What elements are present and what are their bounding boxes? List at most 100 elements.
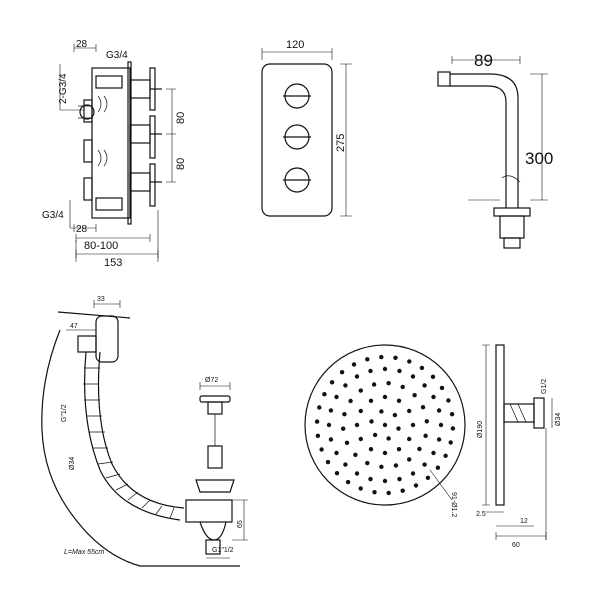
- nozzle-dot: [343, 462, 348, 467]
- nozzle-dot: [317, 405, 322, 410]
- nozzle-dot: [443, 453, 448, 458]
- nozzle-dot: [369, 419, 374, 424]
- waste-plug-diameter: Ø72: [205, 377, 218, 384]
- valve-thread-top: G3/4: [106, 50, 128, 61]
- nozzle-dot: [328, 437, 334, 442]
- waste-hose-length: L=Max 55cm: [64, 549, 104, 556]
- nozzle-dot: [422, 383, 427, 388]
- nozzle-dot: [372, 490, 377, 495]
- nozzle-dot: [358, 486, 363, 491]
- valve-front-view: 120 275: [261, 39, 352, 217]
- shower-head-front: 91-Ø1.2: [304, 344, 466, 517]
- shower-arm: 89 300: [437, 51, 553, 249]
- nozzle-dot: [368, 447, 374, 452]
- nozzle-dot: [354, 422, 360, 428]
- nozzle-dot: [448, 440, 453, 445]
- nozzle-dot: [358, 436, 363, 442]
- nozzle-dot: [326, 422, 332, 428]
- nozzle-dot: [424, 419, 429, 424]
- valve-depth-range: 80-100: [84, 240, 118, 252]
- nozzle-dot: [397, 476, 402, 482]
- nozzle-dot: [379, 464, 384, 469]
- waste-dim-overflow-top: 33: [97, 296, 105, 303]
- waste-height: 65: [237, 520, 244, 528]
- nozzle-dot: [410, 422, 416, 428]
- nozzle-dot: [342, 412, 347, 417]
- valve-side-view: 28 G3/4 2-G3/4 80 80 G3/4 28 80-100 153: [42, 39, 187, 269]
- nozzle-dot: [328, 408, 334, 413]
- nozzle-dot: [382, 450, 388, 456]
- waste-thread-outlet: G1"1/2: [212, 547, 234, 554]
- nozzle-dot: [431, 450, 436, 456]
- nozzle-dot: [371, 382, 377, 387]
- head-thickness-label: 2.5: [476, 511, 486, 518]
- nozzle-dot: [365, 460, 370, 466]
- nozzle-dot: [435, 465, 441, 470]
- nozzle-dot: [358, 388, 363, 393]
- nozzle-dot: [412, 393, 417, 398]
- nozzle-dot: [382, 394, 388, 400]
- nozzle-dot: [450, 426, 456, 431]
- nozzle-dot: [344, 440, 350, 445]
- nozzle-dot: [400, 488, 405, 493]
- nozzle-dot: [420, 405, 426, 410]
- nozzle-dot: [372, 432, 378, 438]
- nozzle-dot: [393, 355, 398, 360]
- nozzle-dot: [368, 398, 374, 403]
- nozzle-dot: [425, 475, 431, 480]
- nozzle-dot: [353, 452, 358, 457]
- arm-projection-label: 89: [474, 51, 493, 70]
- nozzle-dot: [396, 447, 402, 452]
- shower-head-side: Ø190 G1/2 Ø34 2.5 12 60: [476, 344, 562, 549]
- nozzle-dot: [396, 426, 401, 431]
- nozzle-dot: [438, 422, 444, 428]
- nozzle-dot: [410, 471, 416, 476]
- head-nozzle-note: 91-Ø1.2: [450, 492, 457, 517]
- nozzle-dot: [396, 398, 402, 403]
- nozzle-dot: [329, 380, 335, 385]
- nozzle-dot: [431, 394, 436, 400]
- nozzle-dot: [343, 383, 348, 388]
- valve-spacing-lower: 80: [175, 158, 187, 170]
- nozzle-dot: [423, 433, 428, 438]
- valve-dim-top: 28: [76, 39, 88, 50]
- head-inlet-diameter: Ø34: [555, 413, 562, 426]
- nozzle-dot: [334, 450, 339, 456]
- nozzle-dot: [379, 354, 384, 360]
- head-thread-label: G1/2: [541, 379, 548, 394]
- valve-thread-side: 2-G3/4: [58, 73, 69, 104]
- nozzle-dot: [436, 437, 442, 442]
- nozzle-dot: [439, 385, 445, 391]
- head-depth-total: 60: [512, 542, 520, 549]
- nozzle-dot: [368, 368, 373, 374]
- nozzle-dot: [417, 446, 422, 452]
- nozzle-dot: [358, 408, 363, 414]
- nozzle-dot: [354, 471, 360, 476]
- nozzle-dot: [393, 463, 399, 468]
- nozzle-dot: [334, 394, 339, 400]
- valve-thread-bottom: G3/4: [42, 210, 64, 221]
- nozzle-dot: [407, 457, 412, 462]
- head-depth-small: 12: [520, 518, 528, 525]
- shower-head-nozzles: [314, 354, 456, 496]
- front-width-label: 120: [286, 39, 304, 51]
- nozzle-dot: [386, 490, 391, 496]
- nozzle-dot: [386, 436, 391, 441]
- nozzle-dot: [319, 447, 324, 452]
- nozzle-dot: [354, 374, 360, 379]
- nozzle-dot: [341, 426, 346, 431]
- nozzle-dot: [339, 370, 345, 375]
- arm-drop-label: 300: [525, 149, 553, 168]
- nozzle-dot: [345, 479, 351, 485]
- nozzle-dot: [379, 409, 384, 414]
- nozzle-dot: [368, 476, 373, 482]
- nozzle-dot: [382, 478, 388, 484]
- nozzle-dot: [392, 412, 398, 418]
- nozzle-dot: [382, 366, 388, 372]
- nozzle-dot: [407, 408, 412, 414]
- nozzle-dot: [351, 362, 357, 367]
- nozzle-dot: [413, 483, 419, 488]
- nozzle-dot: [348, 398, 353, 404]
- nozzle-dot: [322, 392, 327, 397]
